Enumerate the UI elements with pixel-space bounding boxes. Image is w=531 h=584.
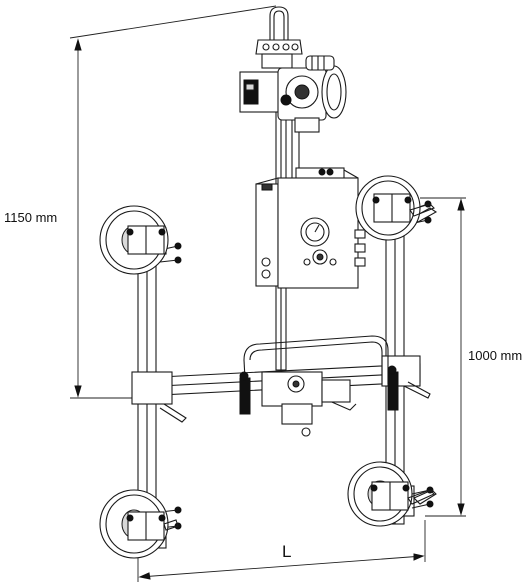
lifting-hook [255,6,303,69]
dimension-overall-height: 1150 mm [4,5,277,399]
dimension-frame-height: 1000 mm [420,197,522,517]
width-label: L [282,542,291,561]
handle-frame [239,335,399,437]
dimension-width: L [137,520,426,582]
control-box [255,167,366,289]
cup-brackets [126,193,435,541]
overall-height-label: 1150 mm [4,210,57,225]
vacuum-pump-motor [239,55,347,133]
frame-height-label: 1000 mm [468,348,522,363]
